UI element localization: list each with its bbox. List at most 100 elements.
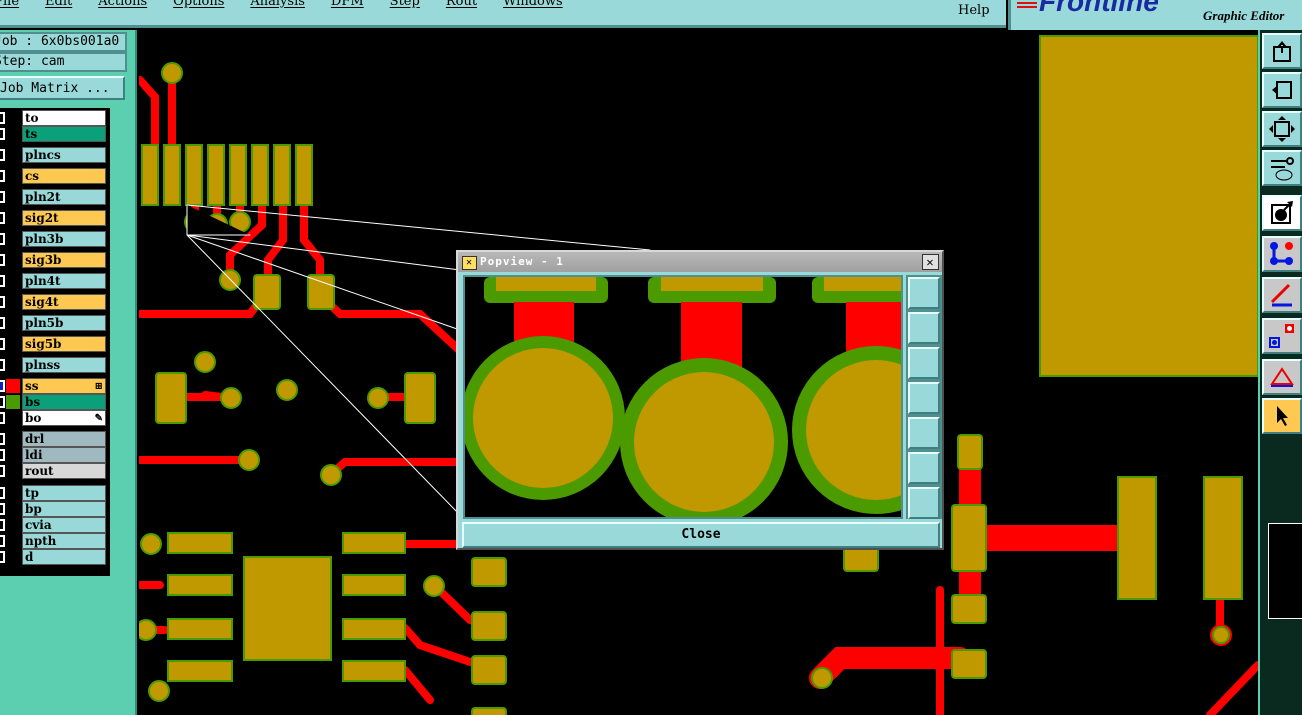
layer-checkbox[interactable] [0,149,5,161]
layer-name[interactable]: rout [22,463,106,479]
layer-checkbox[interactable] [0,296,5,308]
layer-row-sig4t[interactable]: sig4t [0,294,110,310]
layer-color-swatch[interactable] [6,379,20,393]
menu-analysis[interactable]: Analysis [250,0,305,9]
menu-rout[interactable]: Rout [445,0,478,9]
layer-name[interactable]: d [22,549,106,565]
layer-name[interactable]: ts [22,126,106,142]
popview-pan-left-button[interactable] [908,382,940,414]
layer-checkbox[interactable] [0,338,5,350]
popview-pan-right-button[interactable] [908,417,940,449]
layer-checkbox[interactable] [0,449,5,461]
layer-name[interactable]: cs [22,168,106,184]
layer-row-sig3b[interactable]: sig3b [0,252,110,268]
layer-name[interactable]: pln3b [22,231,106,247]
layer-row-pln3b[interactable]: pln3b [0,231,110,247]
layer-checkbox[interactable] [0,275,5,287]
layer-checkbox[interactable] [0,412,5,424]
layer-name[interactable]: pln5b [22,315,106,331]
layer-row-to[interactable]: to [0,110,110,126]
layer-checkbox[interactable] [0,317,5,329]
overview-map[interactable] [1268,523,1302,619]
menu-options[interactable]: Options [173,0,225,9]
layer-checkbox[interactable] [0,487,5,499]
layer-row-ldi[interactable]: ldi [0,447,110,463]
layer-row-pln5b[interactable]: pln5b [0,315,110,331]
layer-checkbox[interactable] [0,535,5,547]
pan-left-button[interactable] [1262,72,1302,108]
layer-color-swatch[interactable] [6,395,20,409]
layer-checkbox[interactable] [0,254,5,266]
popview-canvas[interactable] [463,275,903,519]
layer-checkbox[interactable] [0,433,5,445]
layer-row-bp[interactable]: bp [0,501,110,517]
window-close-button[interactable]: ✕ [922,254,939,270]
menu-dfm[interactable]: DFM [330,0,364,9]
layer-name[interactable]: ss⊞ [22,378,106,394]
layer-row-plnss[interactable]: plnss [0,357,110,373]
menu-help[interactable]: Help [958,3,990,18]
popview-zoom-in-button[interactable] [908,452,940,484]
layer-checkbox[interactable] [0,396,5,408]
layer-checkbox[interactable] [0,503,5,515]
layer-row-sig2t[interactable]: sig2t [0,210,110,226]
tools-button[interactable] [1262,150,1302,186]
layer-row-plncs[interactable]: plncs [0,147,110,163]
layer-checkbox[interactable] [0,128,5,140]
layer-row-cvia[interactable]: cvia [0,517,110,533]
menu-edit[interactable]: Edit [45,0,73,9]
net-button[interactable] [1262,236,1302,272]
layer-checkbox[interactable] [0,112,5,124]
layer-name[interactable]: pln4t [22,273,106,289]
layer-row-bo[interactable]: bo✎ [0,410,110,426]
layer-name[interactable]: sig2t [22,210,106,226]
popview-zoom-out-button[interactable] [908,487,940,519]
layer-row-bs[interactable]: bs [0,394,110,410]
layer-name[interactable]: plnss [22,357,106,373]
layer-name[interactable]: drl [22,431,106,447]
zoom-fit-button[interactable] [1262,111,1302,147]
layer-name[interactable]: plncs [22,147,106,163]
close-button[interactable]: Close [462,522,940,548]
layer-name[interactable]: cvia [22,517,106,533]
popview-pan-up-button[interactable] [908,312,940,344]
pan-up-button[interactable] [1262,33,1302,69]
layer-name[interactable]: sig5b [22,336,106,352]
layer-row-drl[interactable]: drl [0,431,110,447]
measure-button[interactable] [1262,359,1302,395]
layer-row-rout[interactable]: rout [0,463,110,479]
layer-name[interactable]: tp [22,485,106,501]
layer-name[interactable]: ldi [22,447,106,463]
move-button[interactable] [1262,318,1302,354]
graphic-canvas[interactable] [139,30,1258,715]
layer-name[interactable]: to [22,110,106,126]
popview-zoom-window-button[interactable] [908,277,940,309]
layer-checkbox[interactable] [0,233,5,245]
layer-checkbox[interactable] [0,551,5,563]
menu-actions[interactable]: Actions [98,0,148,9]
layer-name[interactable]: bo✎ [22,410,106,426]
job-matrix-button[interactable]: Job Matrix ... [0,76,125,100]
layer-checkbox[interactable] [0,191,5,203]
layer-row-ts[interactable]: ts [0,126,110,142]
select-feature-button[interactable] [1262,195,1302,231]
popview-title-bar[interactable]: ✕ Popview - 1 ✕ [458,252,942,272]
layer-name[interactable]: pln2t [22,189,106,205]
layer-name[interactable]: sig3b [22,252,106,268]
menu-windows[interactable]: Windows [503,0,563,9]
layer-checkbox[interactable] [0,359,5,371]
layer-row-tp[interactable]: tp [0,485,110,501]
popview-pan-down-button[interactable] [908,347,940,379]
menu-file[interactable]: File [0,0,20,9]
line-button[interactable] [1262,277,1302,313]
layer-row-d[interactable]: d [0,549,110,565]
layer-checkbox[interactable] [0,519,5,531]
layer-checkbox[interactable] [0,465,5,477]
layer-name[interactable]: bs [22,394,106,410]
pointer-button[interactable] [1262,398,1302,434]
layer-checkbox[interactable] [0,212,5,224]
layer-row-pln2t[interactable]: pln2t [0,189,110,205]
layer-row-pln4t[interactable]: pln4t [0,273,110,289]
menu-step[interactable]: Step [389,0,420,9]
layer-checkbox[interactable] [0,380,5,392]
